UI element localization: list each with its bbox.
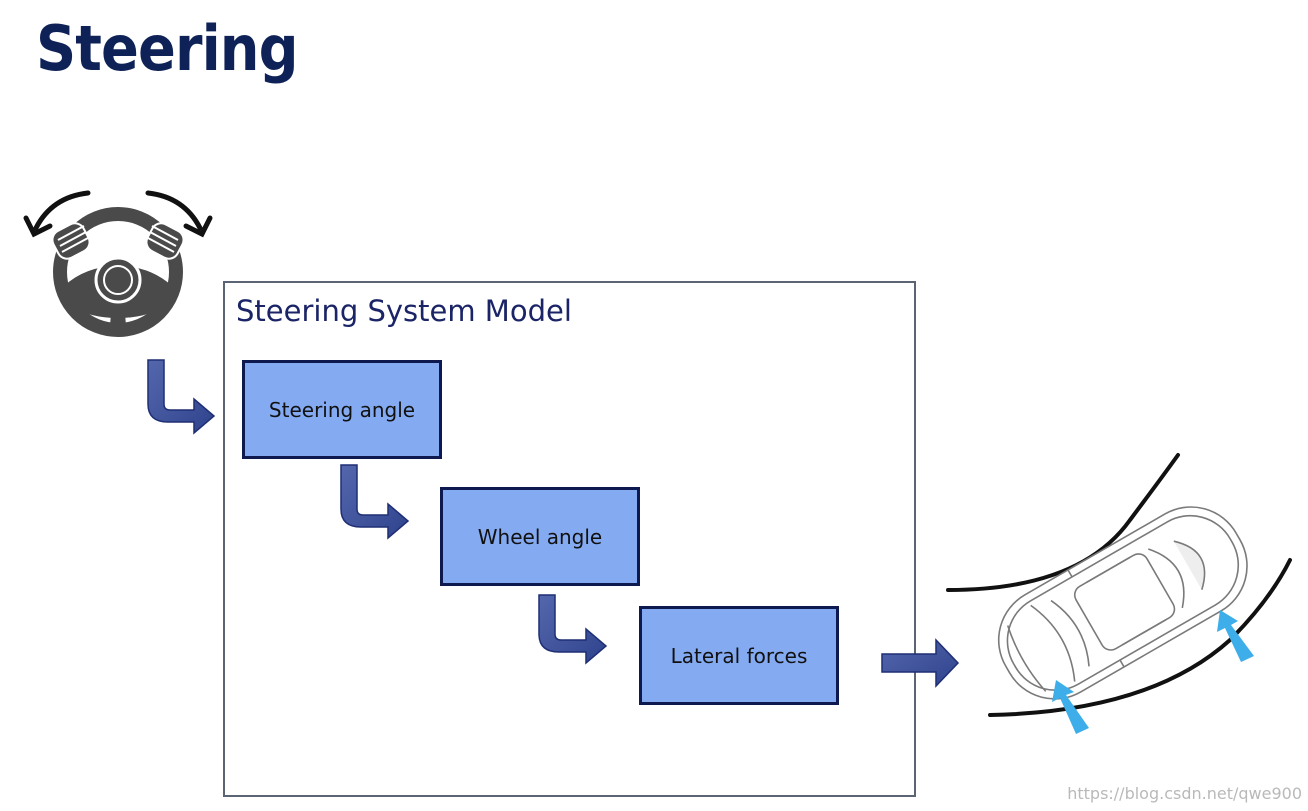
steering-angle-box: Steering angle xyxy=(242,360,442,459)
flow-arrow-lateral-to-car xyxy=(881,638,960,688)
lateral-forces-label: Lateral forces xyxy=(670,643,808,668)
rotate-left-arrow-icon xyxy=(23,190,91,238)
left-hand-icon xyxy=(51,222,91,260)
steering-angle-label: Steering angle xyxy=(268,397,416,422)
wheel-angle-box: Wheel angle xyxy=(440,487,640,586)
right-hand-icon xyxy=(145,222,185,260)
car-top-view-icon xyxy=(997,506,1248,700)
rotate-right-arrow-icon xyxy=(145,190,213,238)
lateral-forces-box: Lateral forces xyxy=(639,606,839,705)
steering-wheel-icon xyxy=(23,190,213,337)
model-title: Steering System Model xyxy=(236,294,572,328)
slide-title: Steering xyxy=(36,12,299,85)
flow-arrow-wheel-to-lateral xyxy=(538,594,608,665)
watermark: https://blog.csdn.net/qwe900 xyxy=(1067,784,1302,803)
flow-arrow-steering-to-wheel xyxy=(340,464,410,540)
wheel-angle-label: Wheel angle xyxy=(477,524,603,549)
lateral-force-arrow-icon xyxy=(1052,610,1254,734)
flow-arrow-input-to-steering xyxy=(147,359,216,435)
